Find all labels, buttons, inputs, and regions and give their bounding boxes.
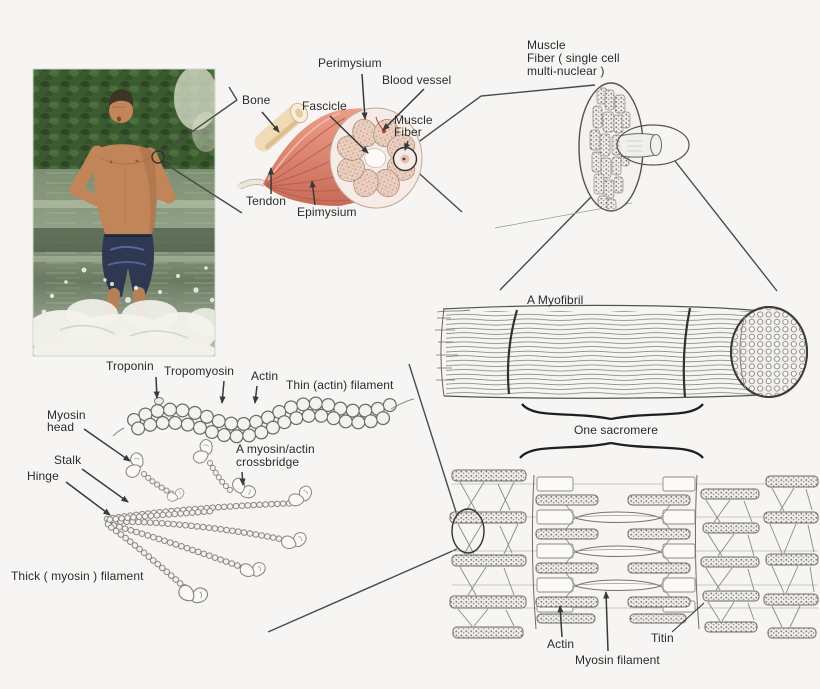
- myofibril-diagram: [435, 304, 808, 459]
- thick-filament-strands: [102, 499, 302, 596]
- label-fascicle: Fascicle: [302, 99, 347, 113]
- label-epimysium: Epimysium: [297, 205, 357, 219]
- label-myosin-head-line2: head: [47, 420, 75, 434]
- bone-drawing: [254, 102, 308, 152]
- label-myosin-head-line1: Myosin: [47, 408, 86, 422]
- z-line: [682, 307, 692, 398]
- fiber-zoom-ellipse: [616, 124, 690, 166]
- sarcomere-diagram: [449, 469, 819, 639]
- troponin-unit: [154, 397, 164, 405]
- label-fiber-title-line2: Fiber ( single cell: [527, 51, 620, 65]
- label-myosin-filament: Myosin filament: [575, 653, 660, 667]
- label-perimysium: Perimysium: [318, 56, 382, 70]
- water-splash: [33, 266, 215, 356]
- myofibril-cylinder: [619, 133, 662, 158]
- tendon-drawing: [237, 178, 267, 190]
- label-arrows: [65, 73, 705, 652]
- z-disc-wisps: [457, 481, 815, 628]
- label-bone: Bone: [242, 93, 271, 107]
- label-muscle-fiber-line2: Fiber: [394, 125, 422, 139]
- frayed-end: [435, 309, 471, 381]
- sarcomere-braces: [519, 403, 704, 459]
- runner-photo: [32, 68, 216, 357]
- label-hinge: Hinge: [27, 469, 59, 483]
- label-muscle-fiber-line1: Muscle: [394, 113, 433, 127]
- label-tendon: Tendon: [246, 194, 286, 208]
- label-crossbridge-line1: A myosin/actin: [236, 442, 315, 456]
- label-sarcomere-actin: Actin: [547, 637, 575, 651]
- label-fiber-title-line1: Muscle: [527, 38, 566, 52]
- myosin-spindles: [565, 504, 671, 598]
- label-one-sarcomere: One sacromere: [574, 423, 658, 437]
- label-fiber-title-line3: multi-nuclear ): [527, 64, 605, 78]
- label-titin: Titin: [651, 631, 674, 645]
- label-thick-filament: Thick ( myosin ) filament: [11, 569, 144, 583]
- arm-zoom-circle: [151, 150, 165, 164]
- thin-filament-diagram: [112, 396, 415, 444]
- label-thin-filament: Thin (actin) filament: [286, 378, 394, 392]
- sarcomere-zoom-ellipse: [451, 508, 485, 554]
- label-actin-filament: Actin: [251, 369, 279, 383]
- label-tropomyosin: Tropomyosin: [164, 364, 235, 378]
- thick-filament-diagram: [102, 438, 314, 611]
- actin-bands: [449, 469, 819, 639]
- muscle-fiber-diagram: [578, 82, 690, 212]
- label-troponin: Troponin: [106, 359, 154, 373]
- label-stalk: Stalk: [54, 453, 82, 467]
- label-blood-vessel: Blood vessel: [382, 73, 452, 87]
- label-myofibril-title: A Myofibril: [527, 293, 584, 307]
- label-crossbridge-line2: crossbridge: [236, 455, 300, 469]
- z-line: [506, 309, 519, 395]
